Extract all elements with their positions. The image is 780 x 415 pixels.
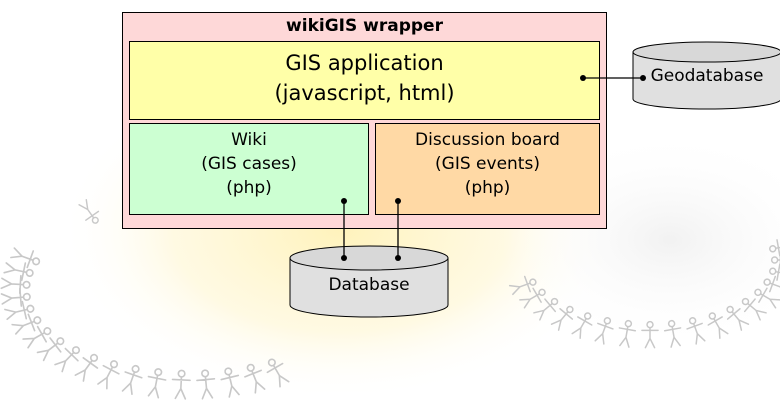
- discussion-board-tech: (php): [464, 178, 511, 198]
- person-figure: [0, 274, 31, 295]
- person-figure: [641, 320, 659, 349]
- person-figure: [11, 313, 42, 335]
- wikigis-wrapper: wikiGIS wrapper GIS application (javascr…: [122, 12, 607, 229]
- person-figure: [754, 287, 780, 309]
- person-figure: [36, 337, 65, 362]
- person-figure: [0, 287, 31, 307]
- gis-application-tech: (javascript, html): [274, 81, 455, 105]
- discussion-board-title: Discussion board: [415, 130, 560, 150]
- person-figure: [74, 353, 99, 382]
- person-figure: [147, 368, 167, 399]
- person-figure: [220, 367, 240, 398]
- people-ring-left: [0, 182, 290, 400]
- wrapper-title: wikiGIS wrapper: [286, 16, 443, 36]
- discussion-board-box: Discussion board (GIS events) (php): [375, 123, 600, 215]
- person-figure: [707, 312, 729, 339]
- person-figure: [266, 358, 290, 388]
- person-figure: [686, 317, 706, 345]
- person-figure: [54, 346, 81, 373]
- wiki-purpose: (GIS cases): [201, 154, 297, 174]
- person-figure: [78, 199, 100, 224]
- wiki-tech: (php): [226, 178, 272, 198]
- person-figure: [97, 360, 120, 390]
- person-figure: [4, 300, 35, 321]
- gis-application-box: GIS application (javascript, html): [129, 41, 600, 120]
- person-figure: [571, 312, 593, 339]
- person-figure: [769, 239, 780, 257]
- person-figure: [763, 275, 780, 296]
- wiki-title: Wiki: [231, 130, 267, 150]
- person-figure: [769, 263, 780, 281]
- person-figure: [550, 305, 574, 331]
- person-figure: [519, 287, 546, 309]
- person-figure: [726, 305, 750, 331]
- person-figure: [533, 297, 559, 321]
- person-figure: [508, 275, 537, 296]
- person-figure: [244, 363, 266, 394]
- geodatabase-label: Geodatabase: [650, 66, 764, 86]
- database-label: Database: [328, 275, 410, 295]
- person-figure: [10, 247, 41, 269]
- person-figure: [770, 251, 780, 269]
- person-figure: [618, 319, 637, 348]
- person-figure: [22, 325, 52, 349]
- person-figure: [663, 319, 682, 348]
- person-figure: [741, 297, 767, 321]
- person-figure: [196, 369, 216, 400]
- people-ring-right: [508, 239, 780, 349]
- wiki-box: Wiki (GIS cases) (php): [129, 123, 369, 215]
- person-figure: [3, 262, 34, 282]
- person-figure: [171, 369, 191, 400]
- person-figure: [121, 364, 143, 396]
- gis-application-title: GIS application: [285, 51, 444, 75]
- person-figure: [594, 317, 614, 345]
- discussion-board-purpose: (GIS events): [435, 154, 540, 174]
